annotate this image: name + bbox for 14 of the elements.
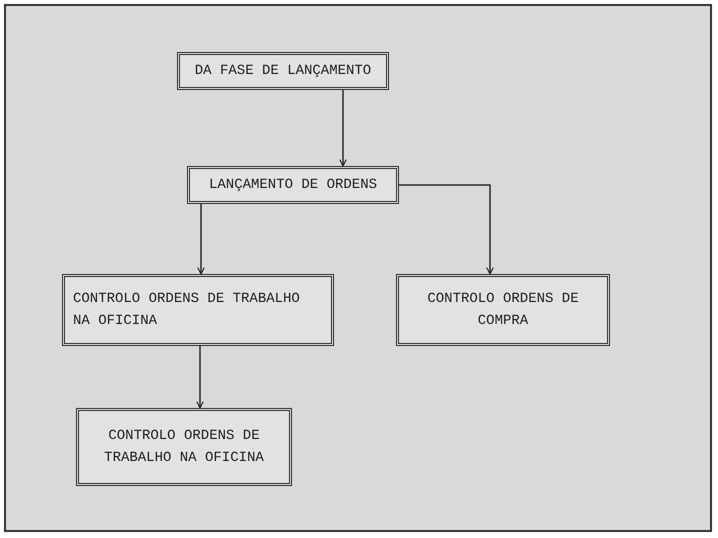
box-label: DA FASE DE LANÇAMENTO: [194, 62, 372, 81]
arrow: [196, 346, 204, 409]
box-label: CONTROLO ORDENS DE TRABALHO NA OFICINA: [73, 290, 301, 331]
box-label: CONTROLO ORDENS DE TRABALHO NA OFICINA: [103, 427, 265, 468]
process-box: [177, 52, 389, 90]
box-label: LANÇAMENTO DE ORDENS: [208, 176, 378, 195]
arrow: [339, 90, 347, 167]
box-label: CONTROLO ORDENS DE COMPRA: [426, 290, 580, 331]
arrow: [399, 184, 494, 275]
process-box: [62, 274, 334, 346]
arrow: [197, 204, 205, 275]
process-box: [187, 166, 399, 204]
process-box: [76, 408, 292, 486]
process-box: [396, 274, 610, 346]
